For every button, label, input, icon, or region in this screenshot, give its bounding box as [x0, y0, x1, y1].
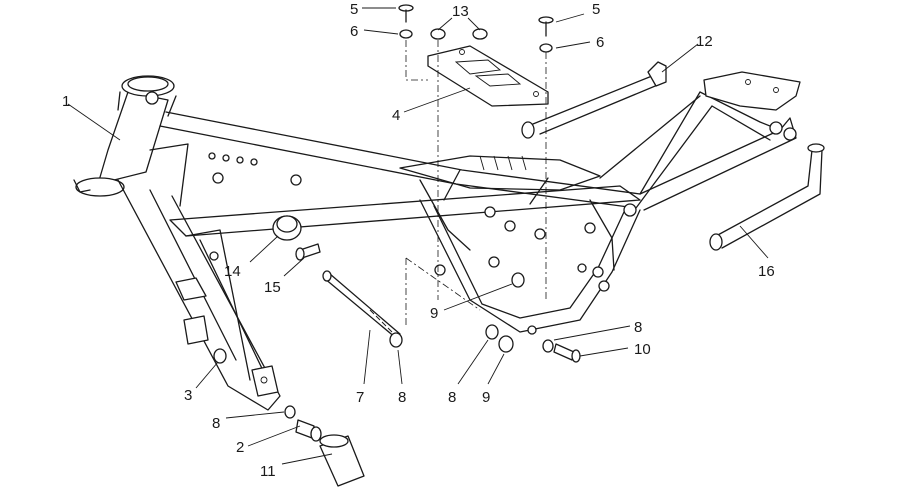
- main-frame: [73, 71, 801, 411]
- part-bush-14: [272, 215, 302, 241]
- callout-4: 4: [392, 107, 400, 124]
- down-tube: [117, 179, 281, 411]
- part-bolt-10: [542, 339, 581, 363]
- part-nut-9-a: [511, 272, 525, 288]
- callout-1: 1: [62, 93, 70, 110]
- callout-6-left: 6: [350, 23, 358, 40]
- part-nut-9-b: [498, 335, 514, 353]
- callout-15: 15: [264, 279, 281, 296]
- part-bolt-15: [295, 243, 321, 261]
- part-long-bolt-7: [322, 270, 401, 339]
- rear-cradle: [419, 199, 641, 333]
- rear-mudguard-plate: [703, 71, 801, 111]
- callout-10: 10: [634, 341, 651, 358]
- leader-lines: [67, 7, 769, 465]
- callout-8-bottom: 8: [448, 389, 456, 406]
- callout-6-right: 6: [596, 34, 604, 51]
- callout-13: 13: [452, 3, 469, 20]
- callout-3: 3: [184, 387, 192, 404]
- callout-5-right: 5: [592, 1, 600, 18]
- part-washer-6-left: [399, 29, 413, 39]
- callout-8-left: 8: [212, 415, 220, 432]
- callout-11: 11: [260, 463, 276, 480]
- part-washer-6-right: [539, 43, 553, 53]
- part-screw-5-left: [398, 4, 414, 23]
- part-washer-8-a: [389, 332, 403, 348]
- part-washer-8-b: [485, 324, 499, 340]
- callout-8-mid: 8: [398, 389, 406, 406]
- callout-5-left: 5: [350, 1, 358, 18]
- assembly-centerlines: [405, 40, 547, 328]
- part-nut-3: [213, 348, 227, 364]
- part-screw-5-right: [538, 16, 554, 37]
- top-tube-upper: [165, 91, 701, 195]
- callout-12: 12: [696, 33, 713, 50]
- part-grip-11: [319, 434, 365, 487]
- callout-8-right: 8: [634, 319, 642, 336]
- callout-16: 16: [758, 263, 775, 280]
- steering-head: [73, 75, 177, 197]
- part-plate-4: [427, 45, 549, 107]
- callout-14: 14: [224, 263, 241, 280]
- callout-9-upper: 9: [430, 305, 438, 322]
- frame-bosses: [208, 152, 637, 335]
- part-rear-tube-16: [709, 143, 825, 251]
- callout-2: 2: [236, 439, 244, 456]
- part-spacer-2: [295, 419, 322, 442]
- lower-rail: [169, 185, 641, 237]
- callout-7: 7: [356, 389, 364, 406]
- battery-tray: [399, 155, 601, 191]
- top-tube-lower: [159, 105, 713, 209]
- part-washer-8-c: [284, 405, 296, 419]
- part-rear-tube-12: [521, 61, 667, 139]
- callout-labels: 1 2 3 4 5 5 6 6 7 8 8 8 8 9 9 10 11 12 1…: [62, 1, 775, 480]
- part-grommets-13: [430, 28, 488, 40]
- rear-subframe: [639, 117, 797, 211]
- callout-9-lower: 9: [482, 389, 490, 406]
